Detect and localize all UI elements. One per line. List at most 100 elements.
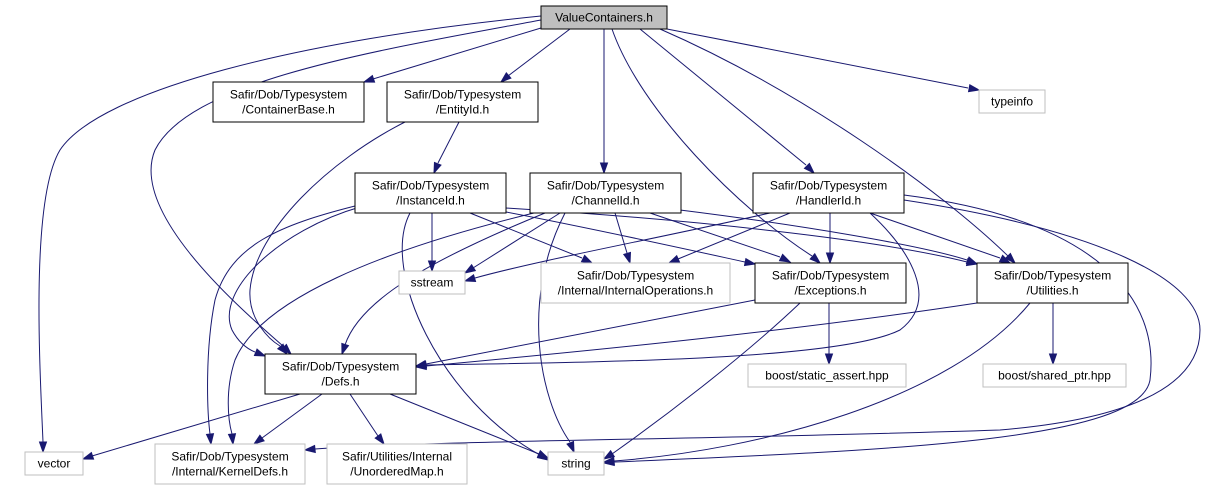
edge-line — [614, 212, 628, 254]
arrowhead — [499, 71, 512, 83]
node-label-line: /Internal/InternalOperations.h — [558, 284, 713, 298]
edge-line — [611, 28, 813, 257]
node-channel-id[interactable]: Safir/Dob/Typesystem/ChannelId.h — [529, 172, 682, 214]
arrowhead — [374, 433, 385, 446]
node-sstream[interactable]: sstream — [398, 270, 466, 295]
edge-channel-id-to-utilities — [679, 209, 979, 265]
arrowhead — [743, 257, 757, 267]
node-label-line: Safir/Dob/Typesystem — [577, 269, 694, 283]
edge-instance-id-to-kernel-defs — [205, 205, 356, 446]
node-label-line: /UnorderedMap.h — [350, 465, 443, 479]
arrowhead — [427, 260, 437, 273]
node-label-line: /Exceptions.h — [794, 284, 866, 298]
arrowhead — [602, 456, 615, 466]
arrowhead — [341, 342, 350, 356]
node-label-line: /InstanceId.h — [396, 194, 465, 208]
node-box — [982, 363, 1127, 388]
node-label-line: boost/shared_ptr.hpp — [998, 369, 1111, 383]
edge-line — [469, 212, 583, 259]
node-static-assert[interactable]: boost/static_assert.hpp — [747, 363, 907, 388]
arrowhead — [622, 251, 632, 265]
edge-line — [425, 299, 756, 365]
edge-value-containers-to-utilities — [659, 28, 1017, 265]
arrowhead — [276, 343, 288, 356]
node-utilities[interactable]: Safir/Dob/Typesystem/Utilities.h — [976, 262, 1129, 304]
edge-line — [679, 209, 968, 261]
node-vector[interactable]: vector — [24, 451, 84, 476]
node-label-line: Safir/Utilities/Internal — [342, 450, 452, 464]
edge-value-containers-to-exceptions — [611, 28, 822, 264]
edge-utilities-to-shared-ptr — [1048, 303, 1058, 366]
node-box — [154, 443, 306, 485]
node-handler-id[interactable]: Safir/Dob/Typesystem/HandlerId.h — [752, 172, 905, 214]
node-value-containers: ValueContainers.h — [540, 5, 668, 30]
node-box — [24, 451, 84, 476]
node-label-line: /HandlerId.h — [796, 194, 861, 208]
edge-line — [389, 393, 540, 455]
edge-channel-id-to-sstream — [463, 212, 561, 274]
arrowhead — [81, 451, 95, 460]
node-box — [540, 262, 731, 304]
arrowhead — [463, 273, 477, 283]
arrowhead — [778, 253, 792, 263]
node-string[interactable]: string — [547, 451, 605, 476]
node-label-line: Safir/Dob/Typesystem — [282, 360, 399, 374]
node-entity-id[interactable]: Safir/Dob/Typesystem/EntityId.h — [386, 81, 539, 123]
node-label-line: /EntityId.h — [436, 103, 489, 117]
arrowhead — [252, 434, 265, 445]
node-box — [354, 172, 507, 214]
edge-line — [666, 28, 969, 89]
node-kernel-defs[interactable]: Safir/Dob/Typesystem/Internal/KernelDefs… — [154, 443, 306, 485]
edge-line — [227, 211, 539, 435]
node-label-line: Safir/Dob/Typesystem — [547, 179, 664, 193]
node-label-line: vector — [38, 457, 71, 471]
edges-layer — [38, 15, 1201, 467]
edge-instance-id-to-defs — [228, 206, 361, 357]
arrowhead — [599, 162, 609, 175]
node-instance-id[interactable]: Safir/Dob/Typesystem/InstanceId.h — [354, 172, 507, 214]
node-typeinfo[interactable]: typeinfo — [978, 89, 1046, 114]
edge-line — [38, 15, 542, 443]
node-label-line: Safir/Dob/Typesystem — [994, 269, 1111, 283]
node-box — [386, 81, 539, 123]
edge-line — [505, 211, 746, 263]
arrowhead — [227, 433, 237, 446]
node-label-line: Safir/Dob/Typesystem — [372, 179, 489, 193]
node-exceptions[interactable]: Safir/Dob/Typesystem/Exceptions.h — [754, 262, 907, 304]
node-label-line: sstream — [411, 276, 454, 290]
edge-line — [401, 212, 541, 456]
edge-line — [613, 194, 1152, 463]
edge-value-containers-to-entity-id — [499, 28, 571, 83]
node-label-line: boost/static_assert.hpp — [765, 369, 889, 383]
edge-line — [437, 121, 460, 164]
arrowhead — [998, 254, 1012, 264]
arrowhead — [536, 449, 550, 459]
edge-line — [249, 121, 406, 347]
edge-line — [639, 28, 807, 166]
edge-line — [649, 212, 781, 258]
edge-line — [472, 212, 561, 269]
edge-instance-id-to-exceptions — [505, 211, 757, 267]
edge-value-containers-to-container-base — [362, 27, 542, 83]
edge-line — [507, 28, 571, 77]
edge-instance-id-to-string — [401, 212, 550, 461]
node-box — [747, 363, 907, 388]
arrowhead — [433, 161, 442, 175]
edge-line — [538, 212, 571, 443]
node-container-base[interactable]: Safir/Dob/Typesystem/ContainerBase.h — [212, 81, 365, 123]
node-internal-operations[interactable]: Safir/Dob/Typesystem/Internal/InternalOp… — [540, 262, 731, 304]
arrowhead — [1004, 252, 1017, 265]
arrowhead — [566, 440, 575, 454]
node-unordered-map[interactable]: Safir/Utilities/Internal/UnorderedMap.h — [326, 443, 468, 485]
node-defs[interactable]: Safir/Dob/Typesystem/Defs.h — [264, 353, 417, 395]
arrowhead — [965, 256, 979, 265]
edge-handler-id-to-utilities — [869, 212, 1012, 264]
edge-line — [372, 27, 542, 80]
edge-handler-id-to-sstream — [463, 212, 771, 283]
arrowhead — [803, 162, 816, 175]
node-label-line: ValueContainers.h — [555, 11, 653, 25]
edge-line — [207, 205, 356, 435]
edge-exceptions-to-static-assert — [824, 303, 834, 366]
node-shared-ptr[interactable]: boost/shared_ptr.hpp — [982, 363, 1127, 388]
